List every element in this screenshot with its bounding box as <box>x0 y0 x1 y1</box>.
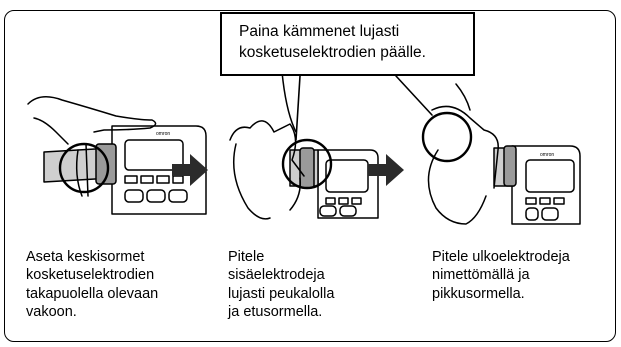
callout-pointer <box>395 75 433 116</box>
step2-caption: Pitele sisäelektrodeja lujasti peukaloll… <box>228 248 334 322</box>
caption-line: Aseta keskisormet <box>26 249 145 265</box>
step3-illustration: omron <box>421 83 581 225</box>
highlight-circle <box>421 111 473 163</box>
caption-line: vakoon. <box>26 304 77 321</box>
caption-line: lujasti peukalolla <box>228 285 335 302</box>
caption-line: Pitele ulkoelektrodeja <box>432 249 570 265</box>
callout-line: Paina kämmenet lujasti <box>239 23 400 40</box>
device-display <box>124 139 184 171</box>
arrow-right-icon <box>172 154 208 186</box>
device-brand-label: omron <box>156 131 170 137</box>
highlight-circle <box>58 142 110 194</box>
device-brand-label: omron <box>540 152 554 158</box>
arrow-right-icon <box>368 154 404 186</box>
caption-line: nimettömällä ja <box>432 267 530 284</box>
caption-line: ja etusormella. <box>228 304 323 321</box>
device-display <box>525 159 575 193</box>
callout-line: kosketuselektrodien päälle. <box>239 44 426 61</box>
hand-outline <box>27 96 157 145</box>
caption-line: sisäelektrodeja <box>228 267 325 284</box>
device-body <box>317 149 379 219</box>
caption-line: takapuolella olevaan <box>26 285 159 302</box>
caption-line: Pitele <box>228 249 265 265</box>
step3-caption: Pitele ulkoelektrodeja nimettömällä ja p… <box>432 248 570 303</box>
hand-outline <box>427 83 499 225</box>
illustration-frame <box>4 10 616 342</box>
caption-line: pikkusormella. <box>432 285 525 302</box>
step2-illustration <box>229 71 379 220</box>
callout-pointer <box>295 75 301 141</box>
step1-caption: Aseta keskisormet kosketuselektrodien ta… <box>26 248 158 322</box>
step1-illustration: omron <box>27 96 207 215</box>
highlight-circle <box>281 138 333 190</box>
caption-line: kosketuselektrodien <box>26 267 155 284</box>
instruction-callout: Paina kämmenet lujasti kosketuselektrodi… <box>220 12 475 76</box>
